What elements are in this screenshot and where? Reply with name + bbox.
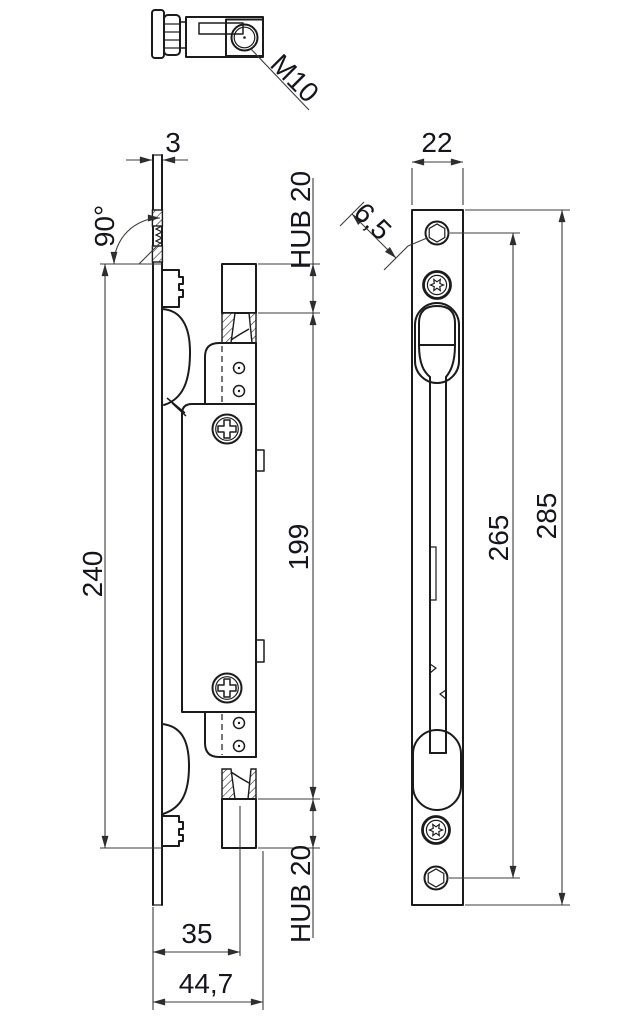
dim-stroke-bottom: HUB 20 [285,845,316,943]
dim-group-angle: 90° [89,205,161,265]
dim-group-hole-diameter: 6,5 [339,197,428,271]
phillips-screw-top [211,413,243,445]
dim-group-stroke-top: HUB 20 [258,171,320,314]
upper-lever [161,269,191,417]
top-view: M10 [151,9,325,111]
side-view: 3 90° 240 [77,127,320,1010]
bolt-slot-top [414,302,460,384]
dim-rod-offset: 35 [181,918,212,949]
lower-lever [161,723,190,847]
dim-group-plate-width: 22 [411,127,464,205]
dim-plate-height: 240 [77,551,108,598]
dim-group-hole-span: 265 [449,232,520,879]
lower-guide-hatch [221,768,257,800]
dim-bevel-angle: 90° [89,205,120,247]
connecting-rod-front [429,376,447,754]
dim-plate-thickness: 3 [165,127,181,158]
hex-hole-bottom [423,865,449,891]
rod-top-extended [221,263,257,314]
phillips-screw-bottom [211,672,243,704]
faceplate-front [411,209,464,906]
dim-group-rod-offset: 35 [152,907,241,1010]
lower-bracket [204,711,257,758]
bolt-knob-front [418,305,456,346]
rod-bottom-extended [221,798,257,849]
dim-total-depth: 44,7 [179,968,234,999]
faceplate-side [138,154,164,906]
knob-body-top [163,14,181,56]
front-view: 22 6,5 [339,127,570,906]
dim-group-thickness: 3 [126,127,188,164]
upper-bracket [204,342,257,405]
dim-plate-length: 285 [531,493,562,540]
dim-plate-width: 22 [421,127,452,158]
dim-m10-thread: M10 [264,48,324,108]
thread-hole-m10 [230,23,259,52]
dim-group-plate-length: 285 [465,209,570,906]
torx-screw-bottom [421,815,451,845]
dim-case-length: 199 [283,524,314,571]
torx-screw-top [422,270,452,300]
case-tab-upper [255,449,265,472]
bolt-slot-bottom [412,729,462,811]
m10-leader-line [250,48,310,111]
dim-group-case-length: 199 [258,312,320,800]
case-tab-lower [255,639,265,663]
dim-group-stroke-bottom: HUB 20 [258,798,320,943]
hex-hole-top [424,220,450,246]
dim-stroke-top: HUB 20 [285,171,316,269]
thread-block-top [225,18,264,57]
housing-slot-top [198,22,244,35]
lock-case [181,403,265,713]
dim-group-plate-height: 240 [77,263,162,849]
dim-hole-diameter: 6,5 [348,197,397,246]
knob-flange-top [151,9,165,59]
dim-group-total-depth: 44,7 [152,851,264,1010]
dim-hole-span: 265 [483,515,514,562]
upper-guide-hatch [221,312,257,344]
